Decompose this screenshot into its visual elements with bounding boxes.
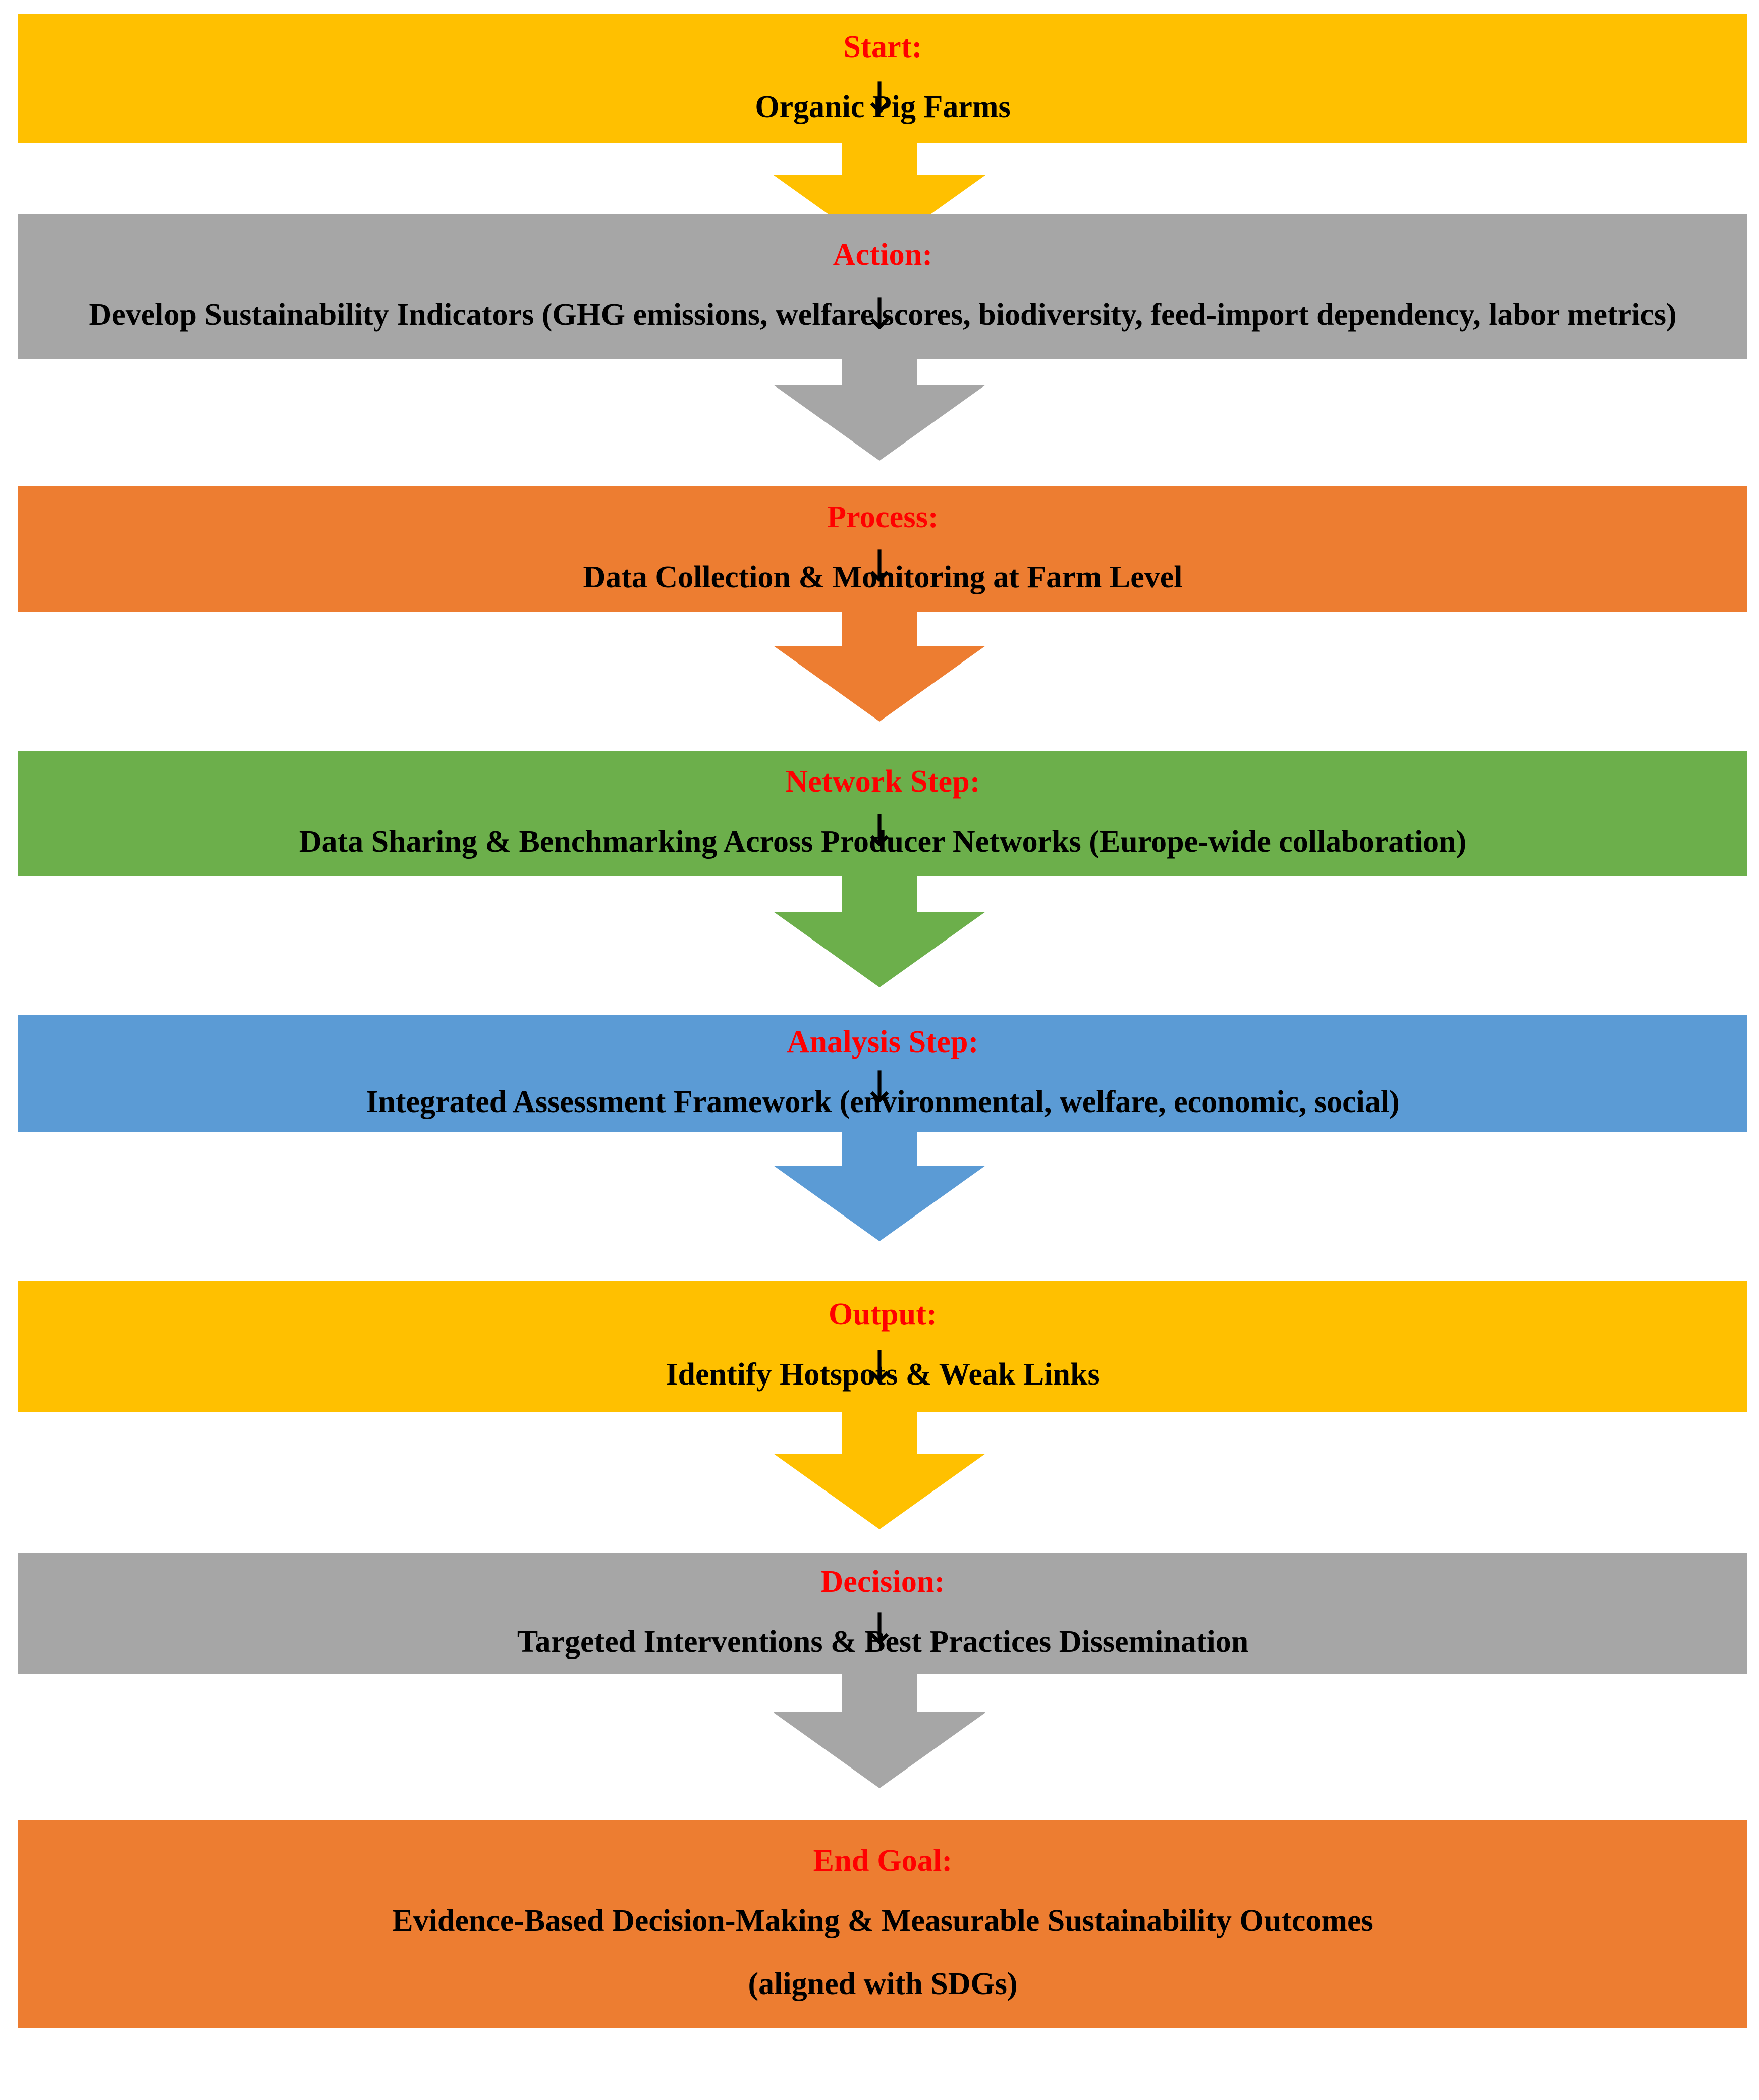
connector-arrow-analysis-step	[774, 1127, 985, 1241]
connector-arrow-decision	[774, 1669, 985, 1788]
step-box-process: Process: Data Collection & Monitoring at …	[18, 486, 1747, 612]
step-label-end-goal: End Goal:	[813, 1844, 953, 1878]
connector-glyph-decision: ↓	[861, 1604, 898, 1654]
step-label-network-step: Network Step:	[785, 764, 980, 799]
step-text-analysis-step: Integrated Assessment Framework (environ…	[366, 1084, 1400, 1119]
step-box-decision: Decision: Targeted Interventions & Best P…	[18, 1553, 1747, 1674]
flow-step-action: Action: Develop Sustainability Indicators…	[18, 214, 1747, 359]
flow-step-decision: Decision: Targeted Interventions & Best P…	[18, 1553, 1747, 1674]
flow-step-output: Output: Identify Hotspots & Weak Links	[18, 1281, 1747, 1412]
step-box-action: Action: Develop Sustainability Indicators…	[18, 214, 1747, 359]
step-label-decision: Decision:	[820, 1564, 945, 1599]
step-text-output: Identify Hotspots & Weak Links	[666, 1357, 1100, 1392]
step-label-process: Process:	[827, 500, 939, 534]
connector-glyph-network-step: ↓	[861, 806, 898, 856]
step-text-start: Organic Pig Farms	[755, 89, 1011, 124]
step-box-end-goal: End Goal: Evidence-Based Decision-Making …	[18, 1820, 1747, 2028]
step-label-analysis-step: Analysis Step:	[787, 1024, 979, 1059]
flow-step-end-goal: End Goal: Evidence-Based Decision-Making …	[18, 1820, 1747, 2028]
step-box-output: Output: Identify Hotspots & Weak Links	[18, 1281, 1747, 1412]
step-text2-end-goal: (aligned with SDGs)	[748, 1967, 1018, 2002]
step-text-action: Develop Sustainability Indicators (GHG e…	[89, 297, 1677, 332]
connector-arrow-process	[774, 606, 985, 722]
flow-step-start: Start: Organic Pig Farms	[18, 14, 1747, 143]
step-text-end-goal: Evidence-Based Decision-Making & Measura…	[392, 1904, 1373, 1939]
step-box-analysis-step: Analysis Step: Integrated Assessment Fram…	[18, 1015, 1747, 1132]
step-text-network-step: Data Sharing & Benchmarking Across Produ…	[299, 824, 1467, 859]
connector-arrow-network-step	[774, 871, 985, 987]
step-box-start: Start: Organic Pig Farms	[18, 14, 1747, 143]
connector-arrow-action	[774, 354, 985, 461]
connector-glyph-analysis-step: ↓	[861, 1062, 898, 1113]
step-label-start: Start:	[843, 29, 922, 64]
connector-arrow-output	[774, 1407, 985, 1529]
step-text-decision: Targeted Interventions & Best Practices …	[517, 1624, 1249, 1659]
connector-glyph-action: ↓	[861, 289, 898, 340]
connector-glyph-output: ↓	[861, 1342, 898, 1392]
step-label-action: Action:	[833, 237, 933, 272]
step-box-network-step: Network Step: Data Sharing & Benchmarking…	[18, 751, 1747, 876]
connector-glyph-start: ↓	[861, 73, 898, 124]
connector-glyph-process: ↓	[861, 541, 898, 592]
flow-step-analysis-step: Analysis Step: Integrated Assessment Fram…	[18, 1015, 1747, 1132]
step-text-process: Data Collection & Monitoring at Farm Lev…	[583, 560, 1183, 594]
flow-step-process: Process: Data Collection & Monitoring at …	[18, 486, 1747, 612]
step-label-output: Output:	[828, 1297, 937, 1332]
flow-step-network-step: Network Step: Data Sharing & Benchmarking…	[18, 751, 1747, 876]
